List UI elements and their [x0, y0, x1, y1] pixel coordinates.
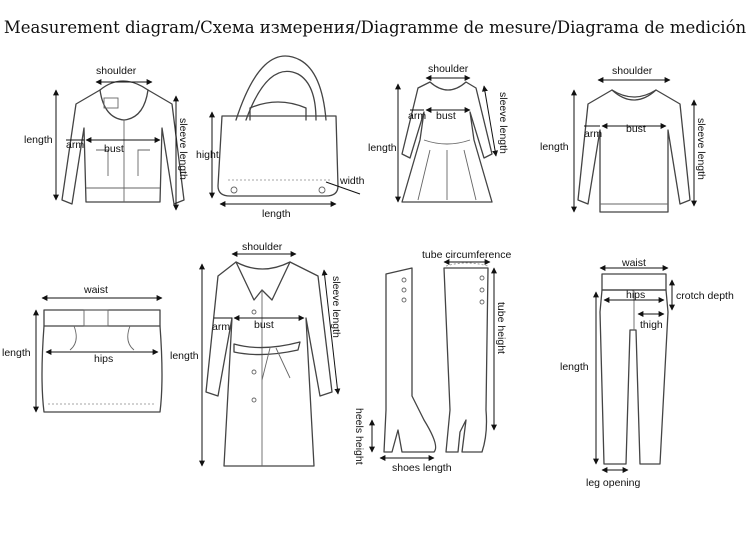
bag-width-label: width	[339, 175, 365, 187]
sweater-bust-label: bust	[626, 123, 646, 135]
bag-figure: hight width length	[196, 55, 365, 220]
hoodie-sleeve-label: sleeve length	[177, 118, 189, 180]
skirt-waist-label: waist	[83, 284, 108, 296]
dress-figure: shoulder length arm bust sleeve length	[368, 63, 509, 203]
sweater-sleeve-label: sleeve length	[695, 118, 707, 180]
boot-shoes-length-label: shoes length	[392, 462, 452, 474]
pants-thigh-label: thigh	[640, 319, 663, 331]
pants-hips-label: hips	[626, 289, 645, 301]
coat-length-label: length	[170, 350, 199, 362]
bag-width-line	[325, 181, 361, 195]
boot-tube-circumference-label: tube circumference	[422, 249, 511, 261]
skirt-hips-label: hips	[94, 353, 113, 365]
skirt-length-label: length	[2, 347, 31, 359]
pants-length-label: length	[560, 361, 589, 373]
dress-shoulder-label: shoulder	[428, 63, 469, 75]
hoodie-bust-label: bust	[104, 143, 124, 155]
hoodie-shoulder-label: shoulder	[96, 65, 137, 77]
pants-leg-opening-label: leg opening	[586, 477, 640, 489]
pants-crotch-depth-label: crotch depth	[676, 290, 734, 302]
bag-hight-label: hight	[196, 149, 219, 161]
coat-sleeve-label: sleeve length	[330, 276, 342, 338]
sweater-shoulder-label: shoulder	[612, 65, 653, 77]
coat-shoulder-label: shoulder	[242, 241, 283, 253]
dress-bust-label: bust	[436, 110, 456, 122]
dress-sleeve-label: sleeve length	[497, 92, 509, 154]
boot-tube-height-label: tube height	[495, 302, 507, 354]
skirt-figure: waist length hips	[2, 284, 163, 413]
hoodie-figure: shoulder length arm bust sleeve length	[24, 65, 189, 211]
sweater-figure: shoulder length arm bust sleeve length	[540, 65, 707, 213]
dress-arm-label: arm	[408, 110, 426, 122]
hoodie-arm-label: arm	[66, 139, 84, 151]
coat-sleeve-line	[321, 269, 341, 395]
pants-waist-label: waist	[621, 257, 646, 269]
bag-length-label: length	[262, 208, 291, 220]
hoodie-length-label: length	[24, 134, 53, 146]
boot-heels-height-label: heels height	[353, 408, 365, 465]
sweater-length-label: length	[540, 141, 569, 153]
sweater-arm-label: arm	[584, 128, 602, 140]
diagram-title: Measurement diagram/Схема измерения/Diag…	[3, 18, 747, 37]
coat-arm-label: arm	[212, 321, 230, 333]
coat-bust-label: bust	[254, 319, 274, 331]
coat-figure: shoulder length arm bust sleeve length	[170, 241, 342, 467]
pants-figure: waist hips crotch depth thigh length leg…	[560, 257, 734, 489]
dress-sleeve-line	[481, 85, 499, 157]
dress-length-label: length	[368, 142, 397, 154]
boot-figure: tube circumference tube height heels hei…	[353, 249, 511, 474]
